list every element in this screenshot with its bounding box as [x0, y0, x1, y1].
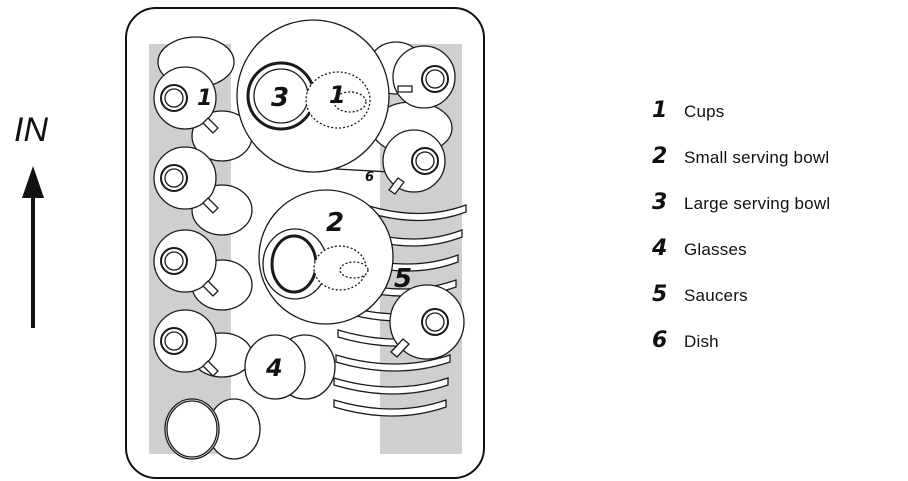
cup-left-1: [153, 66, 219, 134]
direction-arrow-icon: [22, 166, 44, 328]
rack-marker-cups: 1: [197, 86, 212, 111]
legend-label: Large serving bowl: [684, 194, 831, 213]
legend-item: 2 Small serving bowl: [652, 142, 908, 188]
legend-item: 5 Saucers: [652, 280, 908, 326]
legend-label: Dish: [684, 332, 719, 351]
legend-label: Saucers: [684, 286, 748, 305]
direction-label: IN: [14, 111, 48, 149]
legend-item: 6 Dish: [652, 326, 908, 372]
legend-item: 1 Cups: [652, 96, 908, 142]
large-serving-bowl: [236, 19, 390, 173]
rack-marker-small-serving-bowl: 2: [326, 208, 344, 238]
rack-marker-cups-under-bowl: 1: [329, 81, 346, 109]
cup-left-4: [153, 309, 219, 377]
rack-marker-large-serving-bowl: 3: [271, 83, 289, 113]
legend-item: 4 Glasses: [652, 234, 908, 280]
legend-number: 4: [652, 236, 668, 261]
cup-right-1: [392, 45, 456, 109]
rack-marker-glasses: 4: [265, 354, 283, 382]
rack-marker-saucers: 5: [394, 264, 412, 294]
glasses: [244, 334, 336, 400]
legend-number: 2: [652, 144, 668, 169]
legend-number: 5: [652, 282, 668, 307]
small-serving-bowl: [258, 189, 394, 325]
legend-number: 6: [652, 328, 668, 353]
legend: 1 Cups 2 Small serving bowl 3 Large serv…: [652, 96, 908, 372]
rack-marker-dish: 6: [365, 170, 374, 185]
legend-label: Cups: [684, 102, 725, 121]
legend-label: Glasses: [684, 240, 747, 259]
legend-number: 1: [652, 98, 668, 123]
cup-right-2: [382, 129, 446, 195]
cup-right-3: [389, 284, 465, 360]
legend-label: Small serving bowl: [684, 148, 830, 167]
cup-left-3: [153, 229, 219, 297]
cup-left-2: [153, 146, 219, 214]
legend-number: 3: [652, 190, 668, 215]
legend-item: 3 Large serving bowl: [652, 188, 908, 234]
glasses-left-bottom: [164, 398, 261, 460]
